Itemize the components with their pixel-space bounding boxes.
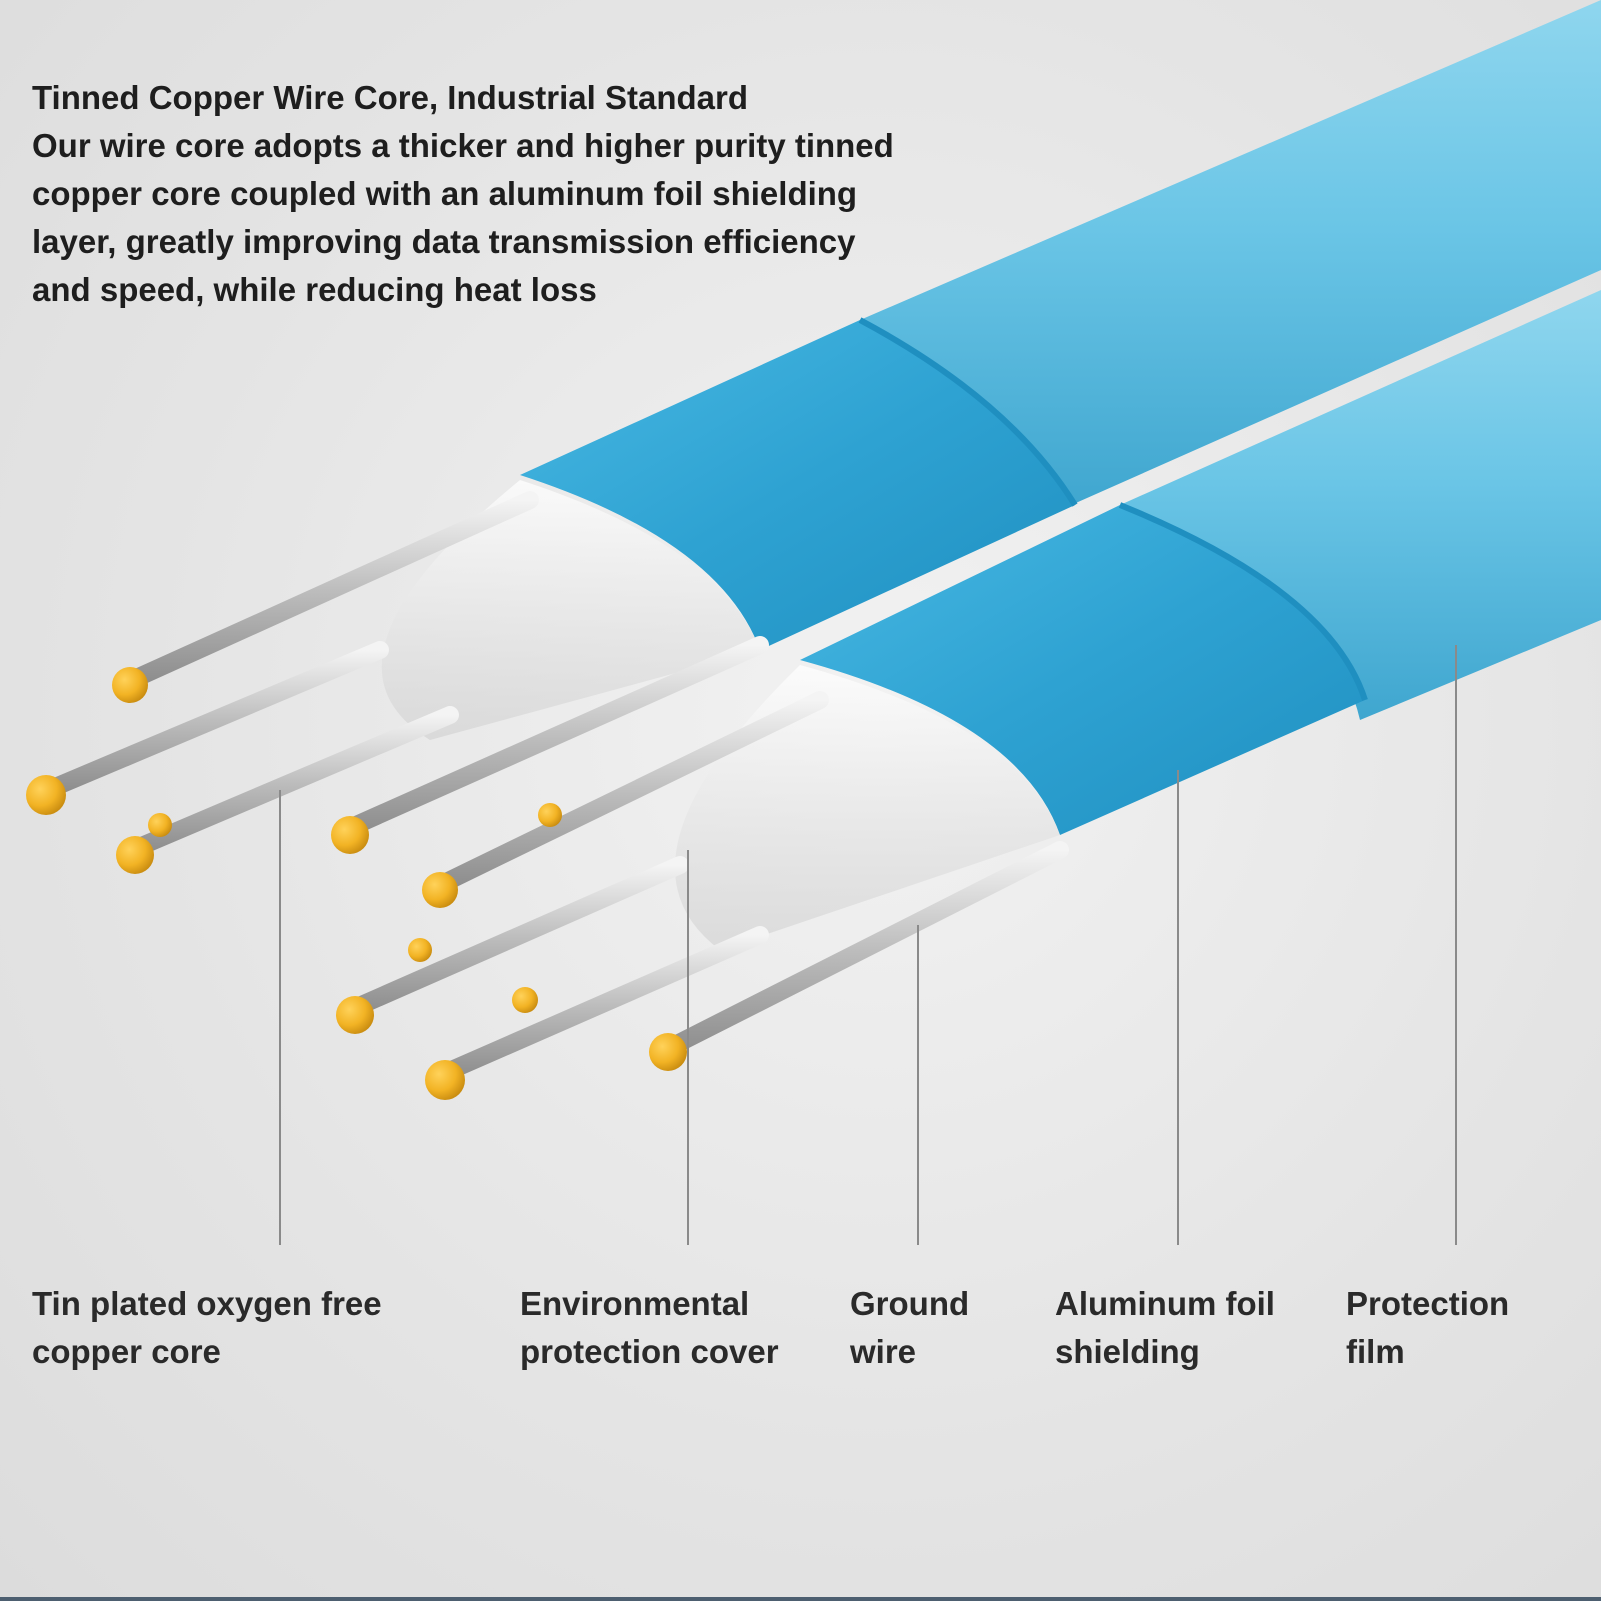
copper-tip bbox=[116, 836, 154, 874]
upper-inner-cover bbox=[381, 480, 760, 740]
label-protection-film: Protection film bbox=[1346, 1280, 1509, 1376]
copper-tip bbox=[538, 803, 562, 827]
upper-copper-tips bbox=[26, 667, 369, 874]
headline-line-1: Our wire core adopts a thicker and highe… bbox=[32, 127, 894, 164]
bottom-border bbox=[0, 1597, 1601, 1601]
upper-foil-shielding bbox=[520, 320, 1075, 650]
copper-tip bbox=[408, 938, 432, 962]
headline-block: Tinned Copper Wire Core, Industrial Stan… bbox=[32, 74, 992, 314]
label-protection-cover-line1: Environmental bbox=[520, 1285, 750, 1322]
label-protection-cover: Environmental protection cover bbox=[520, 1280, 779, 1376]
lower-protection-film bbox=[1120, 290, 1601, 720]
copper-tip bbox=[112, 667, 148, 703]
headline-line-4: and speed, while reducing heat loss bbox=[32, 271, 597, 308]
label-copper-core-line2: copper core bbox=[32, 1333, 221, 1370]
upper-wires bbox=[39, 491, 769, 859]
label-ground-wire: Ground wire bbox=[850, 1280, 969, 1376]
label-protection-film-line1: Protection bbox=[1346, 1285, 1510, 1322]
label-copper-core: Tin plated oxygen free copper core bbox=[32, 1280, 382, 1376]
label-copper-core-line1: Tin plated oxygen free bbox=[32, 1285, 382, 1322]
upper-protection-film bbox=[860, 0, 1601, 510]
headline-line-2: copper core coupled with an aluminum foi… bbox=[32, 175, 858, 212]
lower-wires bbox=[341, 691, 1069, 1084]
copper-tip bbox=[26, 775, 66, 815]
label-foil-shielding-line1: Aluminum foil bbox=[1055, 1285, 1275, 1322]
copper-tip bbox=[649, 1033, 687, 1071]
lower-cable bbox=[675, 290, 1601, 950]
copper-tip bbox=[336, 996, 374, 1034]
label-foil-shielding: Aluminum foil shielding bbox=[1055, 1280, 1275, 1376]
copper-tip bbox=[331, 816, 369, 854]
lower-copper-tips bbox=[336, 803, 687, 1100]
label-ground-wire-line1: Ground bbox=[850, 1285, 970, 1322]
upper-cable bbox=[381, 0, 1601, 740]
lower-foil-shielding bbox=[800, 505, 1365, 835]
headline-line-3: layer, greatly improving data transmissi… bbox=[32, 223, 856, 260]
copper-tip bbox=[422, 872, 458, 908]
label-protection-cover-line2: protection cover bbox=[520, 1333, 779, 1370]
label-protection-film-line2: film bbox=[1346, 1333, 1405, 1370]
copper-tip bbox=[512, 987, 538, 1013]
headline-title: Tinned Copper Wire Core, Industrial Stan… bbox=[32, 79, 749, 116]
copper-tip bbox=[148, 813, 172, 837]
label-ground-wire-line2: wire bbox=[850, 1333, 917, 1370]
leader-lines bbox=[279, 645, 1457, 1245]
copper-tip bbox=[425, 1060, 465, 1100]
lower-inner-cover bbox=[675, 665, 1060, 950]
label-foil-shielding-line2: shielding bbox=[1055, 1333, 1200, 1370]
